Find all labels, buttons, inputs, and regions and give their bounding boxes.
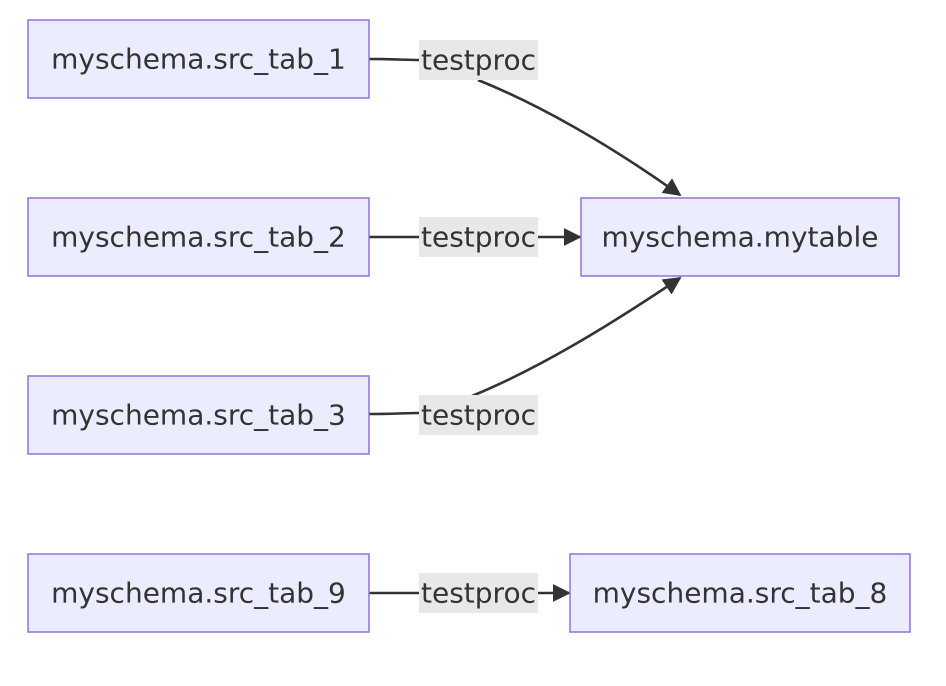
edges (368, 57, 680, 593)
node-mytable[interactable]: myschema.mytable (580, 197, 900, 277)
node-src-tab-1[interactable]: myschema.src_tab_1 (27, 19, 370, 99)
node-label: myschema.src_tab_3 (51, 399, 346, 432)
node-label: myschema.src_tab_1 (51, 43, 346, 76)
node-src-tab-3[interactable]: myschema.src_tab_3 (27, 375, 370, 455)
node-src-tab-8[interactable]: myschema.src_tab_8 (569, 553, 911, 633)
node-label: myschema.src_tab_9 (51, 577, 346, 610)
edge-label-4: testproc (419, 573, 538, 613)
node-label: myschema.mytable (602, 221, 879, 254)
edge-src-tab-1-to-mytable (368, 57, 680, 195)
edge-label-3: testproc (419, 395, 538, 435)
edge-label-1: testproc (419, 40, 538, 80)
edge-label-text: testproc (421, 399, 536, 432)
node-src-tab-2[interactable]: myschema.src_tab_2 (27, 197, 370, 277)
node-label: myschema.src_tab_8 (593, 577, 888, 610)
node-label: myschema.src_tab_2 (51, 221, 346, 254)
edge-label-text: testproc (421, 44, 536, 77)
nodes: myschema.src_tab_1 myschema.src_tab_2 my… (27, 19, 911, 633)
edge-label-text: testproc (421, 577, 536, 610)
edge-label-2: testproc (419, 217, 538, 257)
edge-labels: testproc testproc testproc testproc (419, 40, 538, 613)
edge-src-tab-3-to-mytable (368, 278, 680, 416)
node-src-tab-9[interactable]: myschema.src_tab_9 (27, 553, 370, 633)
edge-label-text: testproc (421, 221, 536, 254)
